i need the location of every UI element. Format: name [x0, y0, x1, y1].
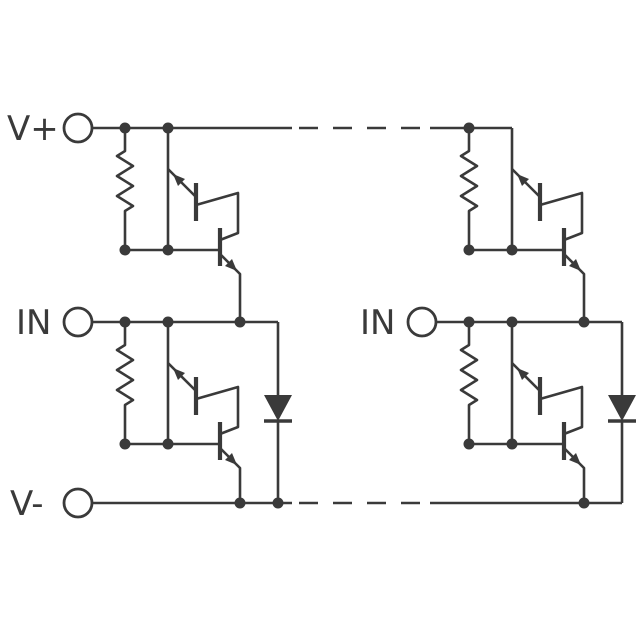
junction-dot	[119, 122, 131, 134]
junction-dot	[162, 438, 174, 450]
junction-dot	[272, 497, 284, 509]
vplus-terminal-circle	[62, 112, 94, 144]
junction-dots-right	[463, 122, 590, 509]
emitter-wire	[511, 362, 541, 392]
junction-dot	[234, 316, 246, 328]
junction-dot	[463, 316, 475, 328]
darlington-pair-upper-right	[511, 168, 586, 322]
junction-dot	[234, 497, 246, 509]
output-wire	[563, 253, 586, 322]
output-wire	[219, 253, 242, 322]
diode-triangle-icon	[264, 395, 292, 421]
collector-link-wire	[539, 385, 584, 436]
output-wire	[563, 447, 586, 503]
junction-dot	[162, 244, 174, 256]
emitter-arrow-icon	[517, 368, 529, 380]
collector-link-wire	[195, 191, 240, 242]
in-left-terminal-circle	[62, 306, 94, 338]
emitter-arrow-icon	[517, 174, 529, 186]
junction-dot	[506, 438, 518, 450]
driver-cell-right	[459, 122, 636, 509]
vminus-label: V-	[10, 484, 44, 524]
emitter-arrow-icon	[225, 259, 237, 271]
output-wire	[219, 447, 242, 503]
in-right-label: IN	[360, 303, 395, 343]
junction-dot	[162, 316, 174, 328]
emitter-arrow-icon	[173, 174, 185, 186]
emitter-arrow-icon	[173, 368, 185, 380]
junction-dots-left	[119, 122, 284, 509]
emitter-arrow-icon	[569, 259, 581, 271]
junction-dot	[119, 316, 131, 328]
collector-link-wire	[195, 385, 240, 436]
resistor-lower-left	[115, 322, 135, 444]
emitter-wire	[167, 362, 197, 392]
junction-dot	[119, 438, 131, 450]
emitter-wire	[167, 168, 197, 198]
junction-dot	[506, 244, 518, 256]
junction-dot	[463, 122, 475, 134]
clamp-diode-right	[608, 322, 636, 503]
junction-dot	[463, 438, 475, 450]
junction-dot	[463, 244, 475, 256]
junction-dot	[506, 316, 518, 328]
darlington-pair-lower-left	[167, 362, 242, 503]
in-left-label: IN	[16, 303, 51, 343]
junction-dot	[578, 316, 590, 328]
darlington-pair-upper-left	[167, 168, 242, 322]
junction-dot	[162, 122, 174, 134]
emitter-arrow-icon	[569, 453, 581, 465]
emitter-wire	[511, 168, 541, 198]
resistor-upper-right	[459, 128, 479, 250]
in-right-terminal-circle	[406, 306, 438, 338]
collector-link-wire	[539, 191, 584, 242]
resistor-upper-left	[115, 128, 135, 250]
clamp-diode-left	[264, 322, 292, 503]
resistor-lower-right	[459, 322, 479, 444]
junction-dot	[119, 244, 131, 256]
darlington-pair-lower-right	[511, 362, 586, 503]
vplus-label: V+	[7, 109, 59, 149]
driver-cell-left	[115, 122, 292, 509]
emitter-arrow-icon	[225, 453, 237, 465]
diode-triangle-icon	[608, 395, 636, 421]
junction-dot	[578, 497, 590, 509]
vminus-terminal-circle	[62, 487, 94, 519]
